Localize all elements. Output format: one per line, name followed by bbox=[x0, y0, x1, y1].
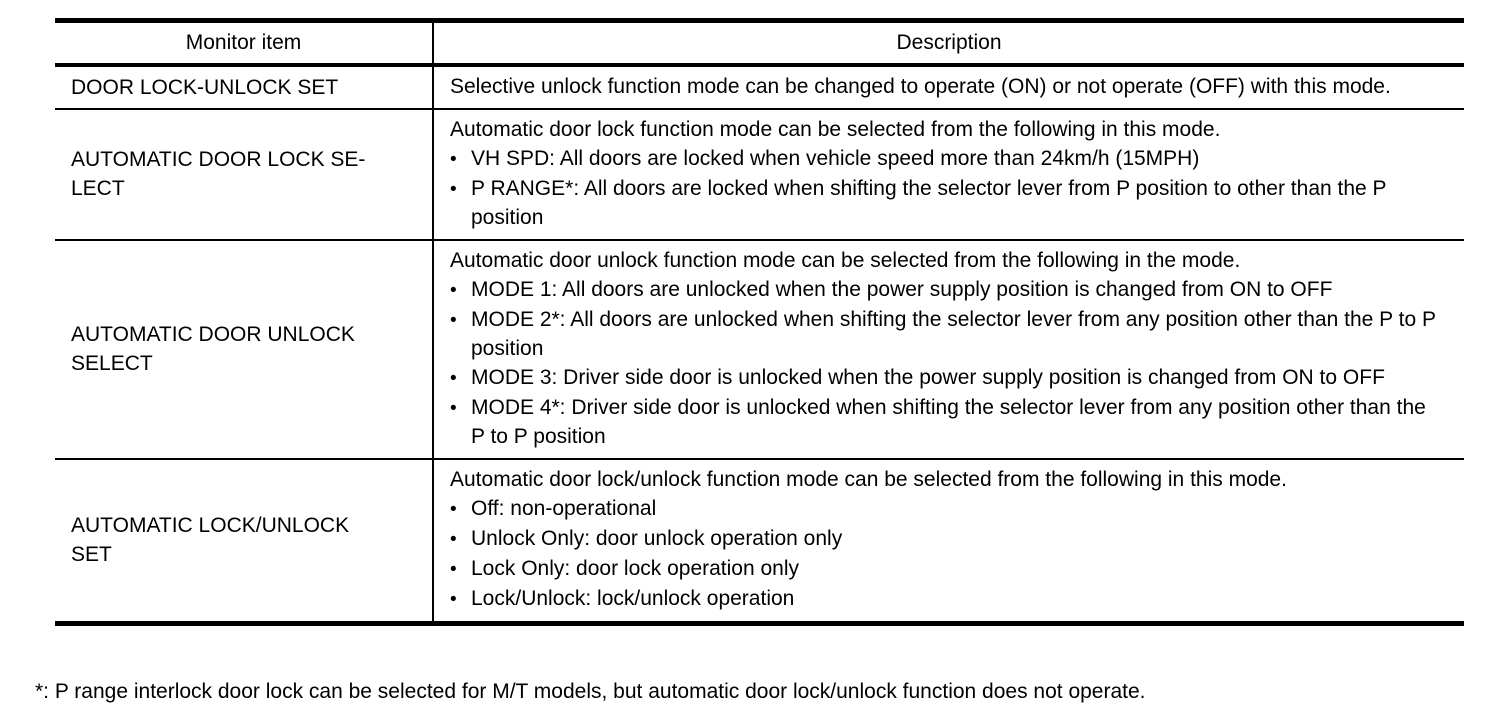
bullet-icon: • bbox=[450, 368, 457, 389]
bullet-text: P RANGE*: All doors are locked when shif… bbox=[471, 177, 1387, 229]
monitor-item-table: Monitor item Description DOOR LOCK-UNLOC… bbox=[55, 18, 1464, 626]
bullet-icon: • bbox=[450, 529, 457, 550]
monitor-item-automatic-door-lock-select: AUTOMATIC DOOR LOCK SE- LECT bbox=[55, 109, 434, 241]
description-intro: Automatic door unlock function mode can … bbox=[450, 249, 1241, 272]
description-intro: Automatic door lock function mode can be… bbox=[450, 118, 1221, 141]
bullet-icon: • bbox=[450, 280, 457, 301]
bullet-icon: • bbox=[450, 589, 457, 610]
bullet-text: MODE 3: Driver side door is unlocked whe… bbox=[471, 366, 1385, 389]
description-intro: Selective unlock function mode can be ch… bbox=[450, 75, 1391, 98]
description-cell: Automatic door unlock function mode can … bbox=[433, 240, 1464, 460]
table-row: AUTOMATIC DOOR UNLOCK SELECT Automatic d… bbox=[55, 240, 1464, 460]
bullet-item: • MODE 4*: Driver side door is unlocked … bbox=[450, 393, 1438, 451]
description-intro: Automatic door lock/unlock function mode… bbox=[450, 468, 1287, 491]
bullet-icon: • bbox=[450, 559, 457, 580]
footnote: *: P range interlock door lock can be se… bbox=[35, 680, 1146, 703]
column-header-monitor-item: Monitor item bbox=[55, 20, 434, 67]
bullet-icon: • bbox=[450, 310, 457, 331]
bullet-text: VH SPD: All doors are locked when vehicl… bbox=[471, 147, 1200, 170]
table-header-row: Monitor item Description bbox=[55, 20, 1464, 67]
table-row: AUTOMATIC LOCK/UNLOCK SET Automatic door… bbox=[55, 459, 1464, 624]
bullet-text: Unlock Only: door unlock operation only bbox=[471, 527, 843, 550]
bullet-item: • MODE 2*: All doors are unlocked when s… bbox=[450, 305, 1438, 363]
bullet-icon: • bbox=[450, 149, 457, 170]
bullet-icon: • bbox=[450, 398, 457, 419]
bullet-item: • Unlock Only: door unlock operation onl… bbox=[450, 524, 1438, 554]
bullet-icon: • bbox=[450, 499, 457, 520]
bullet-text: Off: non-operational bbox=[471, 497, 657, 520]
bullet-text: Lock/Unlock: lock/unlock operation bbox=[471, 587, 795, 610]
bullet-item: • Lock Only: door lock operation only bbox=[450, 554, 1438, 584]
monitor-item-door-lock-unlock-set: DOOR LOCK-UNLOCK SET bbox=[55, 65, 434, 110]
description-cell: Automatic door lock function mode can be… bbox=[433, 109, 1464, 241]
bullet-icon: • bbox=[450, 179, 457, 200]
monitor-item-automatic-door-unlock-select: AUTOMATIC DOOR UNLOCK SELECT bbox=[55, 240, 434, 460]
bullet-text: Lock Only: door lock operation only bbox=[471, 557, 800, 580]
table-row: DOOR LOCK-UNLOCK SET Selective unlock fu… bbox=[55, 65, 1464, 110]
bullet-text: MODE 2*: All doors are unlocked when shi… bbox=[471, 308, 1436, 360]
column-header-description: Description bbox=[433, 20, 1464, 67]
bullet-item: • P RANGE*: All doors are locked when sh… bbox=[450, 174, 1438, 232]
bullet-text: MODE 1: All doors are unlocked when the … bbox=[471, 278, 1333, 301]
bullet-item: • MODE 1: All doors are unlocked when th… bbox=[450, 275, 1438, 305]
bullet-text: MODE 4*: Driver side door is unlocked wh… bbox=[471, 396, 1426, 448]
table-row: AUTOMATIC DOOR LOCK SE- LECT Automatic d… bbox=[55, 109, 1464, 241]
description-cell: Automatic door lock/unlock function mode… bbox=[433, 459, 1464, 624]
bullet-item: • MODE 3: Driver side door is unlocked w… bbox=[450, 363, 1438, 393]
bullet-item: • VH SPD: All doors are locked when vehi… bbox=[450, 144, 1438, 174]
description-cell: Selective unlock function mode can be ch… bbox=[433, 65, 1464, 110]
monitor-item-automatic-lock-unlock-set: AUTOMATIC LOCK/UNLOCK SET bbox=[55, 459, 434, 624]
bullet-item: • Lock/Unlock: lock/unlock operation bbox=[450, 584, 1438, 614]
bullet-item: • Off: non-operational bbox=[450, 494, 1438, 524]
